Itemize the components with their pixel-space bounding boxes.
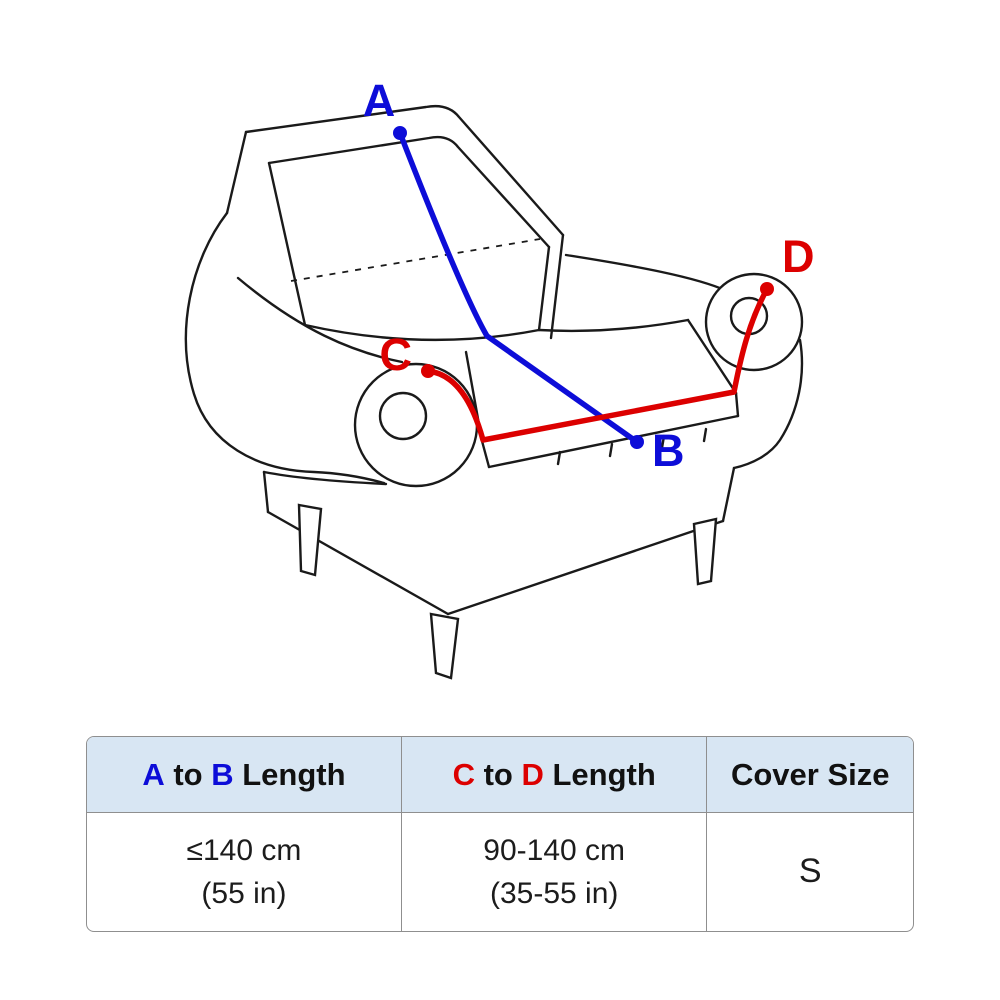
point-a-label: A [363, 75, 396, 126]
base-bottom-left [266, 510, 450, 616]
back-outer-top [244, 104, 565, 237]
seat-right-edge [686, 318, 738, 395]
cell-size-value: S [706, 813, 913, 931]
header-ab-to: to [164, 756, 212, 792]
left-arm-roll-outer [353, 362, 479, 488]
seat-band-tick-2 [608, 442, 614, 458]
leg-right [692, 517, 718, 586]
cell-ab-value: ≤140 cm (55 in) [87, 813, 401, 931]
cd-value-line2: (35-55 in) [489, 877, 619, 910]
point-d-label: D [782, 231, 815, 282]
seat-band-tick-4 [702, 427, 708, 443]
ab-value-line1: ≤140 cm [186, 833, 302, 867]
measurement-diagram: A B C D [184, 75, 815, 680]
seat-front-band-right [734, 391, 740, 418]
armchair-diagram-svg: A B C D [184, 75, 815, 680]
header-cover-size-label: Cover Size [730, 756, 890, 792]
size-value: S [798, 852, 822, 891]
point-d-dot [760, 282, 774, 296]
header-c-to-d-length: C to D Length [400, 737, 707, 813]
left-arm-outer-contour [184, 211, 386, 485]
header-ab-letter-a: A [142, 756, 165, 792]
header-ab-rest: Length [233, 756, 346, 792]
measure-path-a-b [397, 130, 640, 445]
armchair-outline [184, 104, 804, 680]
header-ab-letter-b: B [211, 756, 234, 792]
base-bottom-right [446, 519, 725, 616]
measure-path-c-d [425, 286, 770, 443]
left-arm-roll-inner [378, 391, 428, 441]
point-c-label: C [380, 329, 413, 380]
measure-line-a-b: A B [363, 75, 685, 476]
cd-value-line1: 90-140 cm [483, 833, 626, 867]
back-outer-left [225, 130, 248, 215]
seat-back-edge [537, 318, 690, 333]
base-top-left [262, 470, 388, 486]
left-arm-top-edge [236, 276, 404, 364]
point-b-label: B [652, 425, 685, 476]
base-right-edge [721, 466, 736, 523]
size-table: A to B Length C to D Length Cover Size ≤… [86, 736, 914, 932]
right-arm-top-edge [564, 253, 729, 293]
right-arm-outer-side [732, 338, 804, 470]
seat-front-band-bottom [487, 414, 740, 469]
header-a-to-b-length: A to B Length [87, 737, 401, 813]
leg-left [297, 503, 323, 577]
back-cushion-left [267, 161, 307, 327]
seat-front-band-left [480, 439, 491, 469]
header-cover-size: Cover Size [706, 737, 913, 813]
measure-line-c-d: C D [380, 231, 815, 443]
back-cushion-seam-dashed [290, 238, 541, 282]
point-a-dot [393, 126, 407, 140]
back-outer-right [549, 233, 565, 340]
header-cd-letter-c: C [452, 756, 475, 792]
back-cushion-bottom [303, 323, 541, 342]
point-b-dot [630, 435, 644, 449]
seat-band-tick-3 [660, 434, 666, 450]
leg-front [429, 612, 460, 680]
header-cd-rest: Length [543, 756, 656, 792]
ab-value-line2: (55 in) [201, 877, 287, 910]
seat-band-tick-1 [556, 450, 562, 466]
header-cd-letter-d: D [521, 756, 544, 792]
header-cd-to: to [474, 756, 522, 792]
base-left-edge [262, 470, 270, 514]
point-c-dot [421, 364, 435, 378]
back-cushion-top [267, 135, 551, 249]
cell-cd-value: 90-140 cm (35-55 in) [400, 813, 707, 931]
back-cushion-right [537, 245, 551, 332]
